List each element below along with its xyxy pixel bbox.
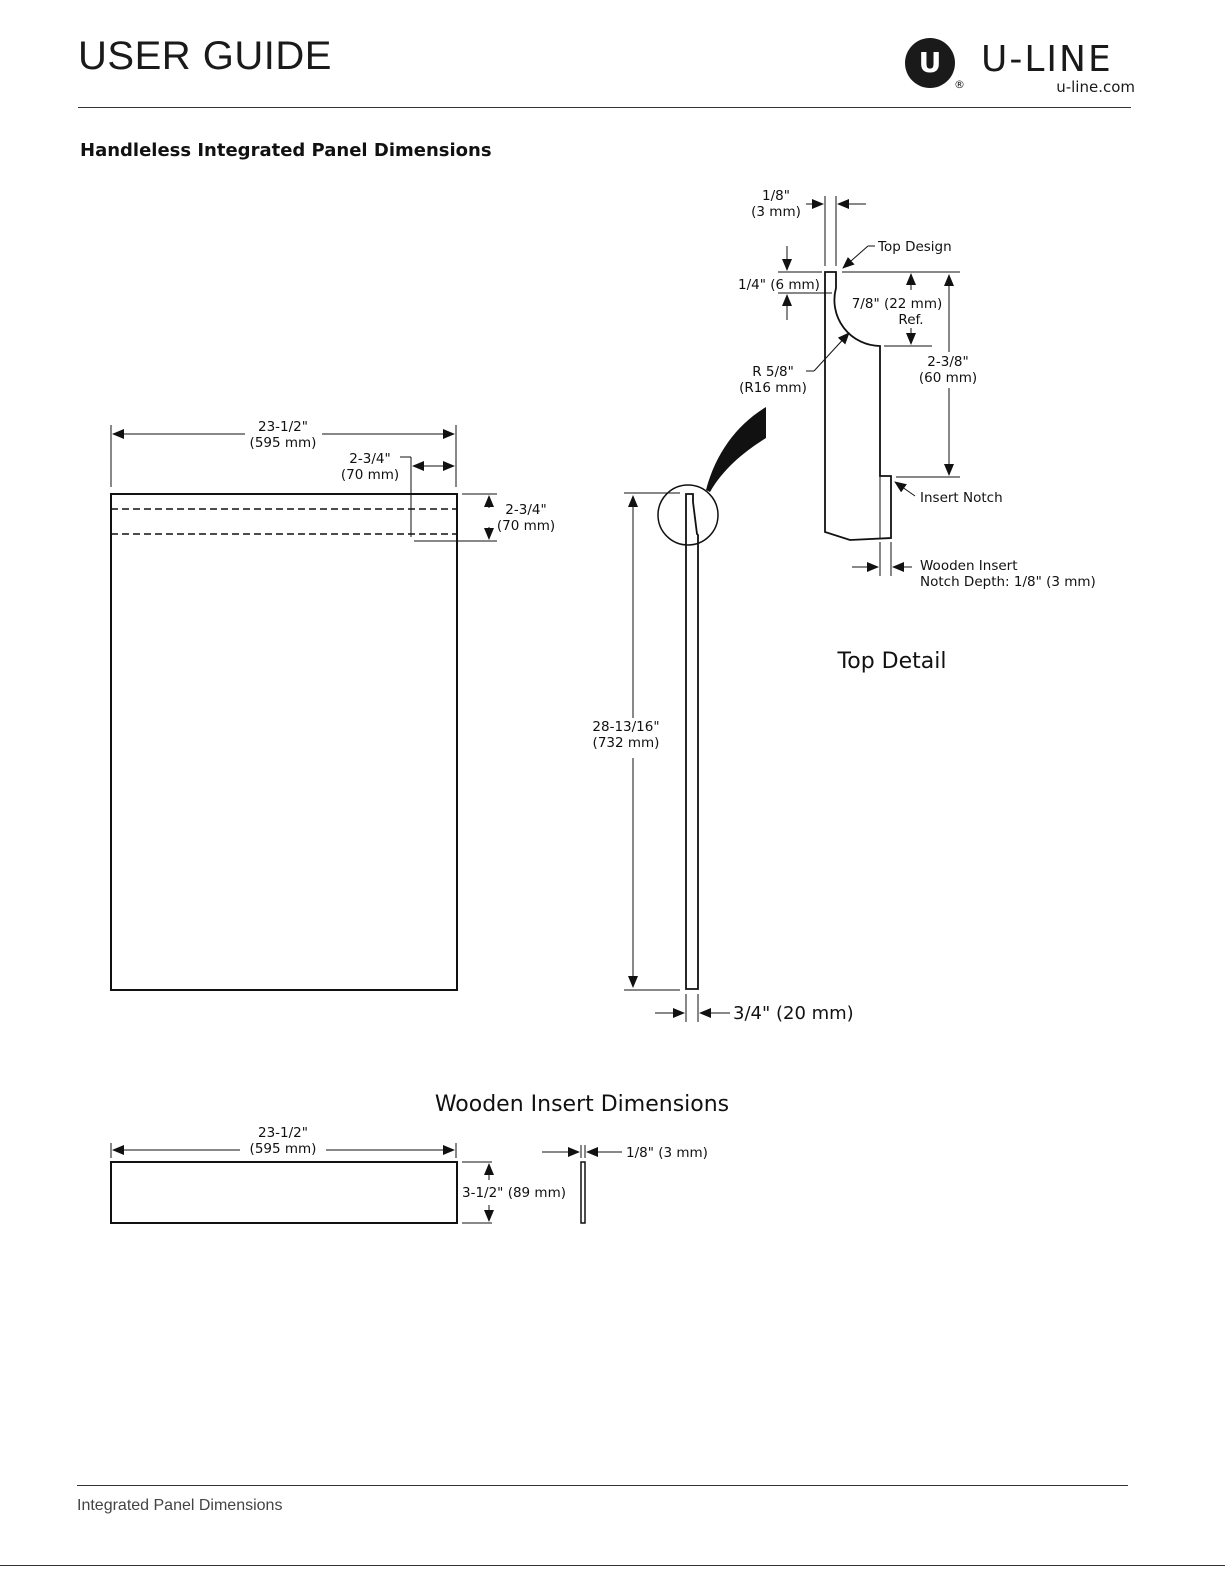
insert-thickness-label: 1/8" (3 mm) xyxy=(626,1145,708,1161)
radius-in: R 5/8" xyxy=(752,364,794,380)
header-divider xyxy=(78,107,1131,108)
wooden-insert-view xyxy=(110,1143,622,1224)
detail-callout-pointer xyxy=(706,407,766,492)
insert-width-in: 23-1/2" xyxy=(258,1125,308,1141)
groove-height-in: 2-3/4" xyxy=(505,502,546,518)
insert-notch-leader xyxy=(894,481,916,497)
wooden-insert-title: Wooden Insert Dimensions xyxy=(435,1092,729,1117)
page-bottom-rule xyxy=(0,1565,1225,1566)
top-design-label: Top Design xyxy=(877,239,952,255)
curve-ref-label: Ref. xyxy=(898,312,923,328)
front-width-mm: (595 mm) xyxy=(250,435,317,451)
wooden-insert-label: Wooden Insert xyxy=(920,558,1018,574)
top-design-leader xyxy=(842,245,869,269)
side-height-in: 28-13/16" xyxy=(592,719,659,735)
radius-mm: (R16 mm) xyxy=(739,380,807,396)
notch-depth-label: Notch Depth: 1/8" (3 mm) xyxy=(920,574,1096,590)
top-width-in: 1/8" xyxy=(762,188,790,204)
groove-height-mm: (70 mm) xyxy=(497,518,555,534)
side-panel-outline xyxy=(685,493,699,990)
notch-height-mm: (60 mm) xyxy=(919,370,977,386)
top-width-mm: (3 mm) xyxy=(751,204,801,220)
lip-height-label: 1/4" (6 mm) xyxy=(738,277,820,293)
groove-offset-in: 2-3/4" xyxy=(349,451,390,467)
curve-depth-label: 7/8" (22 mm) xyxy=(852,296,943,312)
top-detail-title: Top Detail xyxy=(837,649,947,674)
wooden-insert-outline xyxy=(110,1161,458,1224)
logo-mark-letter: U xyxy=(918,46,942,79)
page-title: USER GUIDE xyxy=(78,34,332,78)
detail-callout-circle xyxy=(657,484,719,546)
side-view xyxy=(624,484,730,1022)
front-panel-outline xyxy=(110,493,458,991)
top-detail-outline xyxy=(824,271,892,541)
section-title: Handleless Integrated Panel Dimensions xyxy=(80,140,492,161)
logo-url: u-line.com xyxy=(1056,78,1135,96)
footer-divider xyxy=(77,1485,1128,1486)
brand-logo: U ® U-LINE u-line.com xyxy=(905,38,1135,98)
insert-width-mm: (595 mm) xyxy=(250,1141,317,1157)
groove-offset-mm: (70 mm) xyxy=(341,467,399,483)
side-height-mm: (732 mm) xyxy=(593,735,660,751)
notch-height-in: 2-3/8" xyxy=(927,354,968,370)
footer-label: Integrated Panel Dimensions xyxy=(77,1497,283,1514)
insert-height-label: 3-1/2" (89 mm) xyxy=(462,1185,566,1201)
logo-brand-name: U-LINE xyxy=(981,39,1113,80)
front-view xyxy=(110,425,497,991)
insert-notch-label: Insert Notch xyxy=(920,490,1003,506)
logo-mark-icon xyxy=(905,38,955,88)
radius-leader xyxy=(813,332,850,372)
side-thickness: 3/4" (20 mm) xyxy=(733,1003,854,1024)
front-width-in: 23-1/2" xyxy=(258,419,308,435)
registered-mark: ® xyxy=(954,78,965,91)
wooden-insert-side xyxy=(580,1161,586,1224)
top-detail xyxy=(778,196,960,576)
